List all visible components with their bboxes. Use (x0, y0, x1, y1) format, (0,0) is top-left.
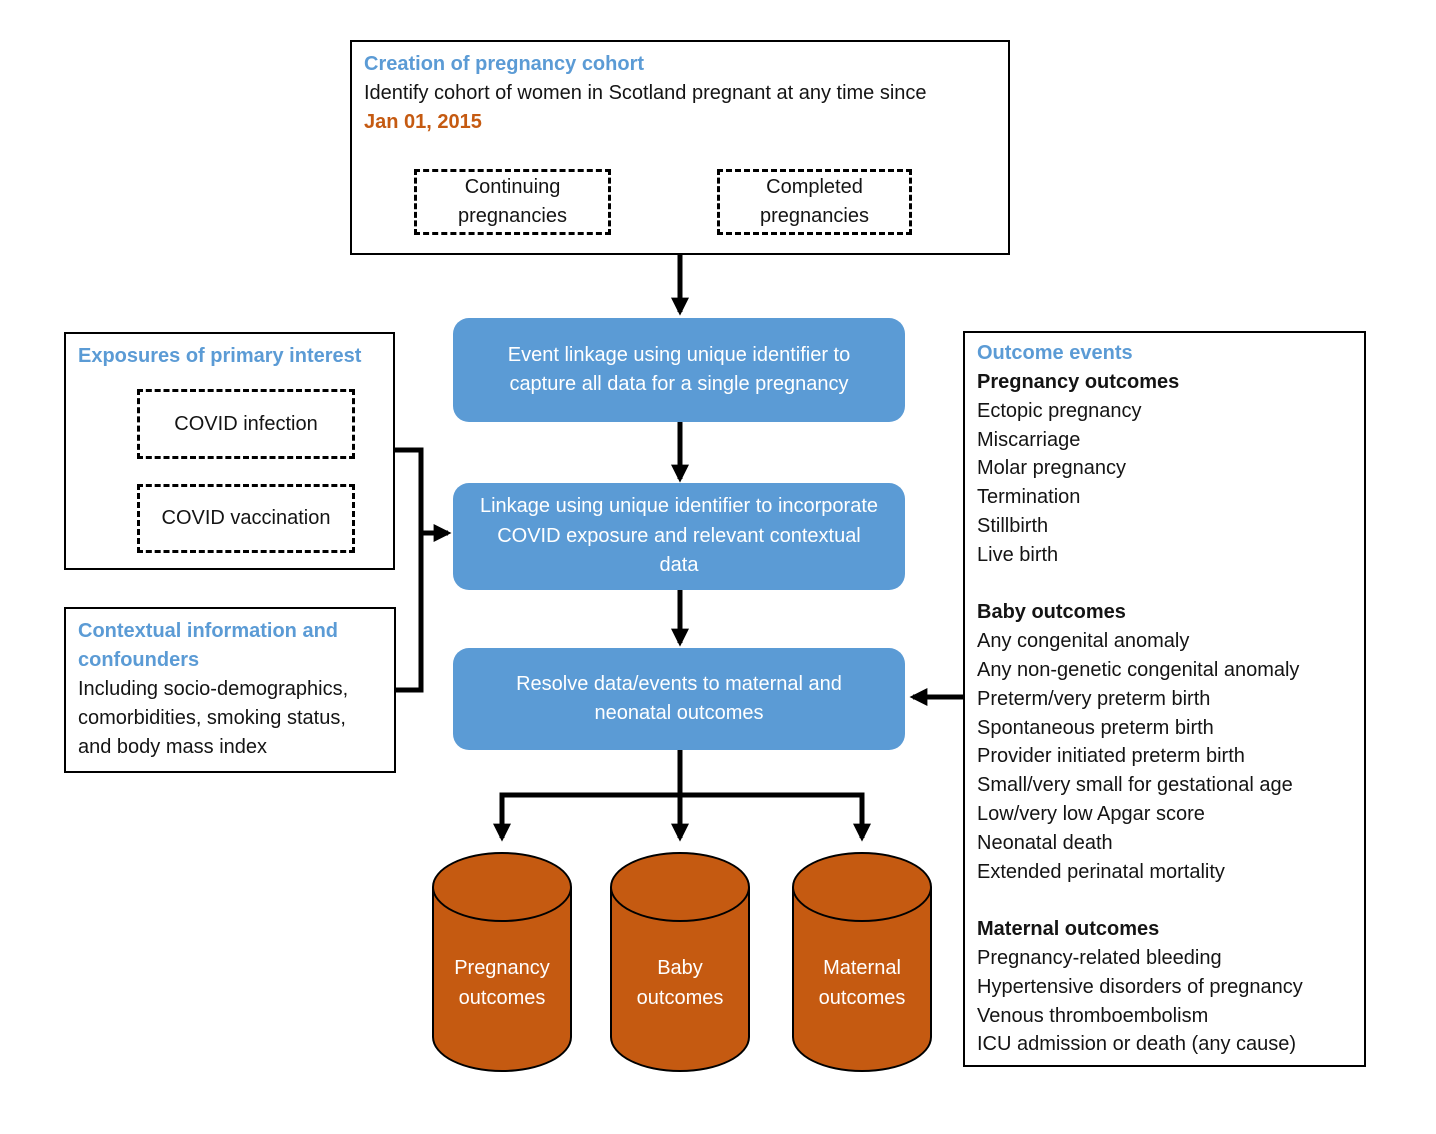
covid-vaccination-box: COVID vaccination (137, 484, 355, 553)
exposures-title: Exposures of primary interest (78, 345, 362, 367)
outcome-events-panel: Outcome events Pregnancy outcomes Ectopi… (963, 331, 1366, 1067)
outcome-item: Molar pregnancy (977, 457, 1126, 480)
cylinder-top (792, 852, 932, 922)
step-resolve-outcomes: Resolve data/events to maternal and neon… (453, 648, 905, 750)
outcome-item: Preterm/very preterm birth (977, 687, 1211, 710)
connector-exposures-contextual (395, 447, 424, 693)
cohort-panel: Creation of pregnancy cohort Identify co… (350, 40, 1010, 255)
exposures-panel: Exposures of primary interest COVID infe… (64, 332, 395, 570)
outcome-item: Extended perinatal mortality (977, 860, 1225, 883)
baby-db-text: Baby outcomes (636, 957, 724, 1009)
completed-pregnancies-box: Completed pregnancies (717, 169, 912, 235)
step-resolve-outcomes-label: Resolve data/events to maternal and neon… (516, 672, 842, 725)
covid-infection-box: COVID infection (137, 389, 355, 459)
outcome-item: Hypertensive disorders of pregnancy (977, 975, 1303, 998)
group-heading: Pregnancy outcomes (977, 371, 1180, 393)
step-linkage-covid: Linkage using unique identifier to incor… (453, 483, 905, 590)
group-heading: Baby outcomes (977, 601, 1126, 624)
outcome-item: Spontaneous preterm birth (977, 716, 1214, 739)
pregnancy-db-label: Pregnancy outcomes (442, 918, 562, 1048)
cylinder-top (610, 852, 750, 922)
baby-db-label: Baby outcomes (620, 918, 740, 1048)
pregnancy-db-text: Pregnancy outcomes (454, 957, 550, 1009)
maternal-db-label: Maternal outcomes (802, 918, 922, 1048)
cohort-body: Identify cohort of women in Scotland pre… (364, 82, 927, 104)
contextual-body: Including socio-demographics, comorbidit… (78, 678, 349, 758)
outcome-events-title: Outcome events (977, 342, 1133, 364)
outcome-item: Pregnancy-related bleeding (977, 946, 1222, 969)
continuing-pregnancies-box: Continuing pregnancies (414, 169, 611, 235)
covid-vaccination-label: COVID vaccination (161, 507, 331, 529)
outcome-item: Live birth (977, 543, 1059, 566)
outcome-item: Termination (977, 486, 1081, 509)
outcome-item: Low/very low Apgar score (977, 802, 1205, 825)
cylinder-top (432, 852, 572, 922)
baby-outcomes-group: Baby outcomes Any congenital anomaly Any… (977, 598, 1352, 886)
step-event-linkage: Event linkage using unique identifier to… (453, 318, 905, 422)
pregnancy-outcomes-group: Pregnancy outcomes Ectopic pregnancy Mis… (977, 368, 1352, 570)
outcome-item: Any non-genetic congenital anomaly (977, 658, 1300, 681)
maternal-outcomes-group: Maternal outcomes Pregnancy-related blee… (977, 915, 1352, 1059)
group-heading: Maternal outcomes (977, 918, 1160, 941)
outcome-item: Neonatal death (977, 831, 1113, 854)
outcome-item: Stillbirth (977, 514, 1049, 537)
outcome-item: Small/very small for gestational age (977, 774, 1293, 797)
continuing-pregnancies-label: Continuing pregnancies (458, 176, 567, 227)
outcome-item: Ectopic pregnancy (977, 399, 1142, 422)
maternal-outcomes-db: Maternal outcomes (792, 852, 932, 1072)
outcome-item: ICU admission or death (any cause) (977, 1033, 1297, 1056)
step-linkage-covid-label: Linkage using unique identifier to incor… (479, 495, 879, 577)
outcome-item: Provider initiated preterm birth (977, 745, 1245, 768)
outcome-item: Venous thromboembolism (977, 1004, 1209, 1027)
baby-outcomes-db: Baby outcomes (610, 852, 750, 1072)
outcome-item: Miscarriage (977, 428, 1081, 451)
covid-infection-label: COVID infection (174, 412, 318, 435)
outcome-item: Any congenital anomaly (977, 630, 1190, 653)
step-event-linkage-label: Event linkage using unique identifier to… (507, 343, 851, 396)
cohort-date: Jan 01, 2015 (364, 111, 482, 133)
contextual-panel: Contextual information and confounders I… (64, 607, 396, 773)
completed-pregnancies-label: Completed pregnancies (760, 176, 869, 227)
cohort-title: Creation of pregnancy cohort (364, 53, 645, 75)
maternal-db-text: Maternal outcomes (818, 957, 906, 1009)
contextual-title: Contextual information and confounders (78, 620, 338, 671)
pregnancy-outcomes-db: Pregnancy outcomes (432, 852, 572, 1072)
